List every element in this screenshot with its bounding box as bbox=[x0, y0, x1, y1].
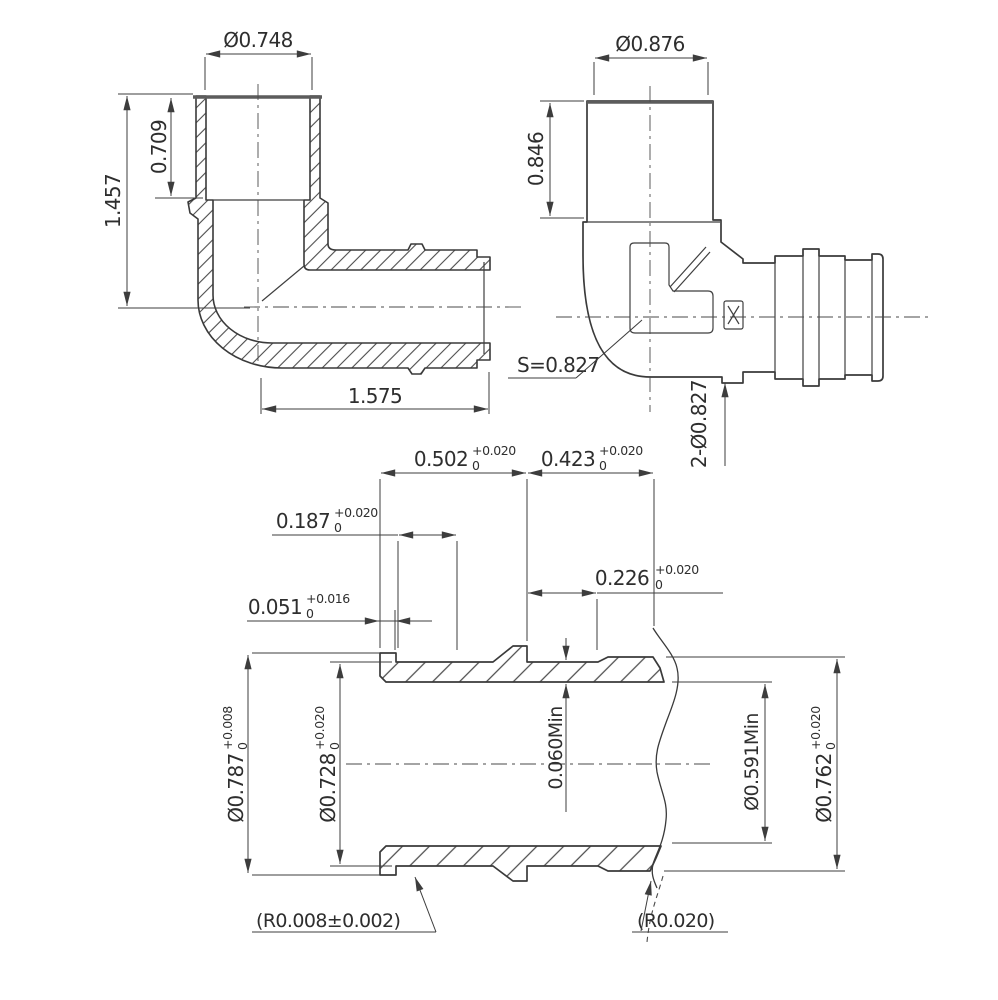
side-view: Ø0.876 0.846 S=0.827 2-Ø0.827 bbox=[508, 32, 928, 468]
len187-tol-upper: +0.020 bbox=[334, 505, 378, 520]
dim-side-height: 0.846 bbox=[524, 100, 584, 219]
front-height-label: 1.457 bbox=[101, 174, 125, 228]
len226-tol-upper: +0.020 bbox=[655, 562, 699, 577]
dim-wall-min: 0.060Min bbox=[545, 638, 570, 812]
dia762-value: Ø0.762 bbox=[812, 753, 836, 822]
dia787-tol-upper: +0.008 bbox=[220, 706, 235, 750]
side-elbow-body bbox=[582, 100, 884, 387]
front-cone-edge bbox=[261, 265, 305, 302]
break-line-tail bbox=[646, 875, 664, 943]
front-depth-label: 0.709 bbox=[147, 120, 171, 174]
break-line bbox=[651, 627, 679, 889]
barb-holes-text: 2-Ø0.827 bbox=[687, 380, 711, 468]
len226-value: 0.226 bbox=[595, 566, 649, 590]
dim-length-423: 0.423 +0.020 0 bbox=[527, 443, 655, 626]
bore-min-label: Ø0.591Min bbox=[741, 713, 763, 811]
dim-front-height: 1.457 bbox=[101, 93, 250, 309]
dim-front-socket-depth: 0.709 bbox=[147, 97, 203, 199]
front-elbow-left-wall bbox=[187, 95, 491, 375]
side-cone-edge bbox=[669, 246, 707, 288]
section-tube-upper-wall bbox=[379, 645, 665, 683]
dia762-tol-upper: +0.020 bbox=[808, 706, 823, 750]
len187-value: 0.187 bbox=[276, 509, 330, 533]
len423-tol-lower: 0 bbox=[599, 458, 607, 473]
label-radius-left: (R0.008±0.002) bbox=[252, 876, 437, 933]
radius-left-text: (R0.008±0.002) bbox=[256, 910, 400, 932]
dim-front-bore: Ø0.748 bbox=[204, 28, 313, 90]
len051-tol-lower: 0 bbox=[306, 606, 314, 621]
dim-dia-787: Ø0.787 +0.008 0 bbox=[220, 652, 390, 876]
dia787-value: Ø0.787 bbox=[224, 753, 248, 822]
len423-value: 0.423 bbox=[541, 447, 595, 471]
front-elbow-right-wall bbox=[303, 95, 491, 271]
len502-tol-upper: +0.020 bbox=[472, 443, 516, 458]
dim-dia-762: Ø0.762 +0.020 0 bbox=[664, 656, 845, 872]
dim-dia-728: Ø0.728 +0.020 0 bbox=[312, 661, 392, 867]
front-bore-label: Ø0.748 bbox=[223, 28, 292, 52]
dim-length-502: 0.502 +0.020 0 bbox=[379, 443, 528, 648]
len423-tol-upper: +0.020 bbox=[599, 443, 643, 458]
len051-value: 0.051 bbox=[248, 595, 302, 619]
radius-right-text: (R0.020) bbox=[637, 910, 715, 932]
dia728-value: Ø0.728 bbox=[316, 753, 340, 822]
section-view: 0.502 +0.020 0 0.423 +0.020 0 0.187 +0.0… bbox=[220, 443, 845, 943]
dim-front-length: 1.575 bbox=[260, 372, 490, 414]
dim-bore-min: Ø0.591Min bbox=[672, 681, 772, 844]
dim-length-051: 0.051 +0.016 0 bbox=[247, 591, 432, 650]
side-od-label: Ø0.876 bbox=[615, 32, 684, 56]
len187-tol-lower: 0 bbox=[334, 520, 342, 535]
side-cone-edge bbox=[673, 251, 711, 293]
dim-side-od: Ø0.876 bbox=[593, 32, 709, 95]
len051-tol-upper: +0.016 bbox=[306, 591, 350, 606]
side-internal-bore bbox=[629, 242, 714, 334]
front-view: Ø0.748 0.709 1.457 1.575 bbox=[101, 28, 524, 414]
len226-tol-lower: 0 bbox=[655, 577, 663, 592]
dia728-tol-upper: +0.020 bbox=[312, 706, 327, 750]
side-clip-marks bbox=[727, 305, 740, 325]
socket-size-text: S=0.827 bbox=[517, 353, 600, 377]
len502-tol-lower: 0 bbox=[472, 458, 480, 473]
dim-length-226: 0.226 +0.020 0 bbox=[527, 562, 723, 650]
dia762-tol-lower: 0 bbox=[823, 742, 838, 750]
side-clip-detail bbox=[723, 300, 744, 330]
front-length-label: 1.575 bbox=[348, 384, 402, 408]
section-tube-lower-wall bbox=[379, 845, 662, 882]
dim-length-187: 0.187 +0.020 0 bbox=[272, 505, 458, 650]
side-height-label: 0.846 bbox=[524, 132, 548, 186]
label-radius-right: (R0.020) bbox=[632, 880, 728, 933]
label-socket-size: S=0.827 bbox=[508, 319, 643, 379]
dia787-tol-lower: 0 bbox=[235, 742, 250, 750]
wall-min-label: 0.060Min bbox=[545, 706, 567, 789]
dia728-tol-lower: 0 bbox=[327, 742, 342, 750]
label-barb-holes: 2-Ø0.827 bbox=[687, 380, 729, 468]
len502-value: 0.502 bbox=[414, 447, 468, 471]
